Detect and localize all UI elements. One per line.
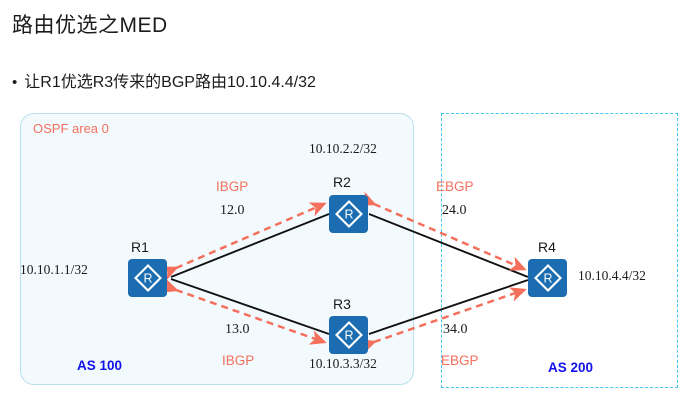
router-icon-r4[interactable]: R <box>528 259 567 297</box>
router-glyph: R <box>533 264 562 292</box>
link-cost-r2-r4: 24.0 <box>442 203 467 218</box>
link-protocol-r1-r2: IBGP <box>216 179 249 194</box>
node-label-r2: R2 <box>333 174 351 190</box>
ip-label-r4: 10.10.4.4/32 <box>578 268 646 283</box>
ip-label-r2: 10.10.2.2/32 <box>309 141 377 156</box>
link-cost-r1-r2: 12.0 <box>220 203 245 218</box>
ip-label-r3: 10.10.3.3/32 <box>309 356 377 371</box>
bullet-item: • 让R1优选R3传来的BGP路由10.10.4.4/32 <box>12 72 316 94</box>
as-label-as100: AS 100 <box>77 358 123 373</box>
router-icon-r2[interactable]: R <box>329 195 368 233</box>
router-glyph: R <box>133 264 162 292</box>
node-label-r3: R3 <box>333 296 351 312</box>
router-glyph: R <box>334 321 363 349</box>
page-title: 路由优选之MED <box>12 14 168 37</box>
node-label-r1: R1 <box>131 239 149 255</box>
as200-boundary-box <box>441 113 678 388</box>
svg-text:R: R <box>344 208 353 222</box>
ospf-area-label: OSPF area 0 <box>33 121 109 136</box>
link-protocol-r1-r3: IBGP <box>222 353 255 368</box>
as-label-as200: AS 200 <box>548 360 594 375</box>
link-protocol-r2-r4: EBGP <box>436 179 474 194</box>
bullet-marker-icon: • <box>12 74 18 91</box>
router-icon-r1[interactable]: R <box>128 259 167 297</box>
router-icon-r3[interactable]: R <box>329 316 368 354</box>
router-glyph: R <box>334 200 363 228</box>
link-cost-r1-r3: 13.0 <box>225 322 250 337</box>
node-label-r4: R4 <box>538 239 556 255</box>
svg-text:R: R <box>344 329 353 343</box>
svg-text:R: R <box>543 272 552 286</box>
ip-label-r1: 10.10.1.1/32 <box>20 262 88 277</box>
bullet-text: 让R1优选R3传来的BGP路由10.10.4.4/32 <box>24 74 316 91</box>
link-protocol-r3-r4: EBGP <box>441 353 479 368</box>
link-cost-r3-r4: 34.0 <box>443 322 468 337</box>
svg-text:R: R <box>143 272 152 286</box>
